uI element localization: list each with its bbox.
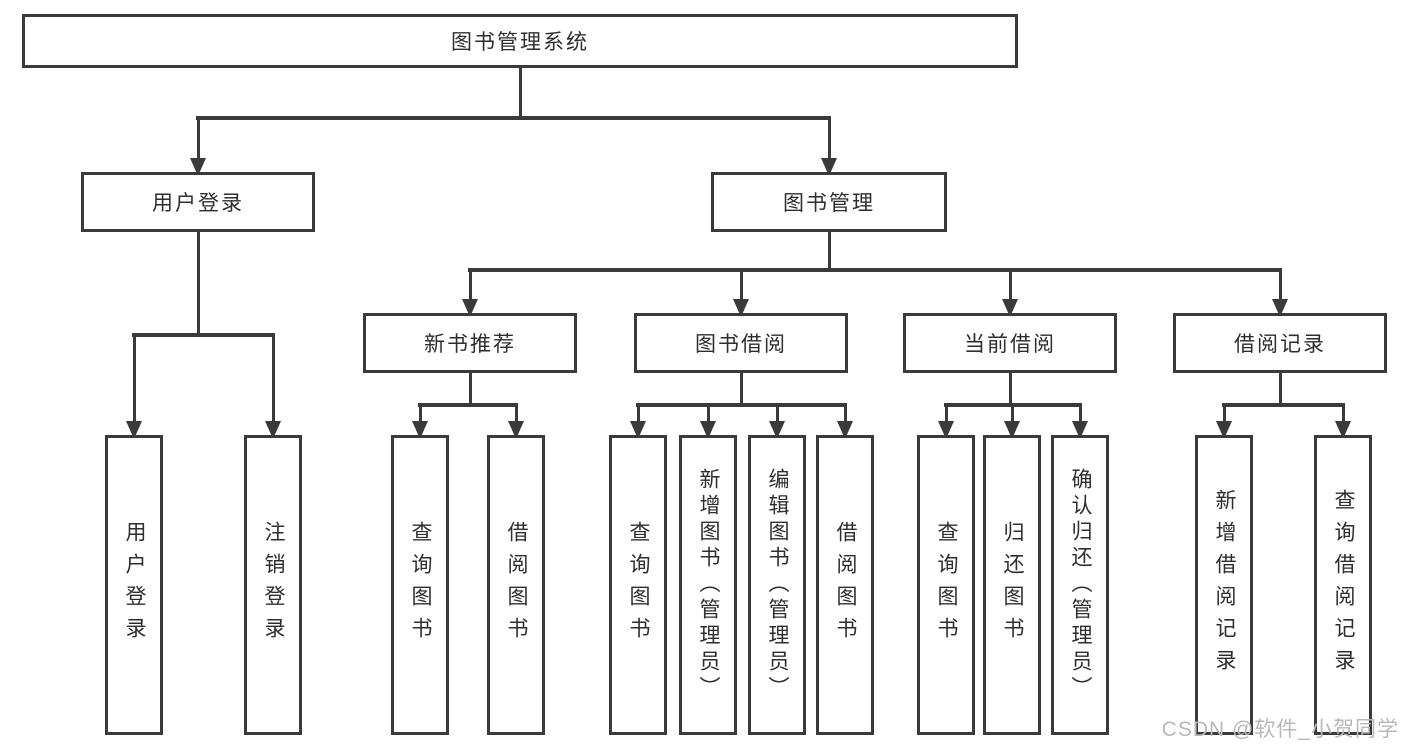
node-rec-query-books: 查询图书 — [391, 435, 449, 735]
node-borrow-records: 借阅记录 — [1173, 313, 1387, 373]
watermark: CSDN @软件_小贺同学 — [1161, 718, 1399, 741]
connector-stem-book-borrowing-children — [636, 405, 640, 423]
connector-stem-current-borrowing-children — [1078, 405, 1082, 423]
connector-rail-book-borrowing-children — [636, 403, 847, 407]
connector-stem-root-children — [827, 118, 831, 160]
connector-stem-borrow-records-children — [1341, 405, 1345, 423]
node-label-login: 用户登录 — [123, 521, 146, 649]
connector-stem-user-login-children — [132, 335, 136, 423]
connector-arrowhead-down-icon — [733, 299, 749, 317]
connector-rail-new-book-recommend-children — [418, 403, 518, 407]
connector-rail-book-management-children — [468, 268, 1282, 272]
node-label-cb-return-books: 归还图书 — [1001, 521, 1024, 649]
node-bb-query-books: 查询图书 — [609, 435, 667, 735]
connector-stem-book-management-children — [1008, 270, 1012, 301]
node-book-borrowing: 图书借阅 — [634, 313, 848, 373]
node-user-login: 用户登录 — [81, 172, 315, 232]
node-cb-confirm-return-admin: 确认归还（管理员） — [1051, 435, 1109, 735]
connector-stem-new-book-recommend-children — [514, 405, 518, 423]
connector-arrowhead-down-icon — [126, 421, 142, 439]
connector-arrowhead-down-icon — [412, 421, 428, 439]
connector-stem-root-children — [196, 118, 200, 160]
connector-arrowhead-down-icon — [769, 421, 785, 439]
connector-stem-book-borrowing-children — [775, 405, 779, 423]
connector-rail-root-children — [196, 116, 831, 120]
connector-stem-book-management-children — [1278, 270, 1282, 301]
connector-stub-user-login-children — [196, 232, 200, 335]
node-logout: 注销登录 — [244, 435, 302, 735]
connector-stem-book-borrowing-children — [843, 405, 847, 423]
node-label-cb-query-books: 查询图书 — [935, 521, 958, 649]
node-bb-borrow-books: 借阅图书 — [816, 435, 874, 735]
node-label-book-borrowing: 图书借阅 — [695, 333, 787, 356]
node-label-bb-query-books: 查询图书 — [627, 521, 650, 649]
connector-stem-current-borrowing-children — [944, 405, 948, 423]
connector-arrowhead-down-icon — [630, 421, 646, 439]
connector-arrowhead-down-icon — [462, 299, 478, 317]
connector-arrowhead-down-icon — [508, 421, 524, 439]
connector-rail-borrow-records-children — [1222, 403, 1345, 407]
connector-arrowhead-down-icon — [1072, 421, 1088, 439]
node-rec-borrow-books: 借阅图书 — [487, 435, 545, 735]
node-label-rec-query-books: 查询图书 — [409, 521, 432, 649]
connector-stem-current-borrowing-children — [1010, 405, 1014, 423]
connector-stub-book-management-children — [827, 232, 831, 270]
connector-stem-user-login-children — [271, 335, 275, 423]
node-label-br-query-record: 查询借阅记录 — [1332, 489, 1355, 681]
node-label-user-login: 用户登录 — [152, 192, 244, 215]
node-root: 图书管理系统 — [22, 14, 1018, 68]
connector-rail-user-login-children — [132, 333, 275, 337]
node-label-current-borrowing: 当前借阅 — [964, 333, 1056, 356]
node-br-add-record: 新增借阅记录 — [1195, 435, 1253, 735]
node-label-root: 图书管理系统 — [451, 31, 589, 54]
node-label-book-management: 图书管理 — [783, 192, 875, 215]
node-login: 用户登录 — [105, 435, 163, 735]
node-label-rec-borrow-books: 借阅图书 — [505, 521, 528, 649]
node-label-bb-edit-books-admin: 编辑图书（管理员） — [766, 468, 789, 702]
node-label-bb-add-books-admin: 新增图书（管理员） — [697, 468, 720, 702]
node-label-bb-borrow-books: 借阅图书 — [834, 521, 857, 649]
node-label-cb-confirm-return-admin: 确认归还（管理员） — [1069, 468, 1092, 702]
connector-stem-borrow-records-children — [1222, 405, 1226, 423]
node-bb-edit-books-admin: 编辑图书（管理员） — [748, 435, 806, 735]
node-cb-return-books: 归还图书 — [983, 435, 1041, 735]
connector-arrowhead-down-icon — [938, 421, 954, 439]
connector-arrowhead-down-icon — [190, 158, 206, 176]
connector-stem-book-management-children — [739, 270, 743, 301]
node-book-management: 图书管理 — [711, 172, 947, 232]
connector-arrowhead-down-icon — [1335, 421, 1351, 439]
node-cb-query-books: 查询图书 — [917, 435, 975, 735]
connector-arrowhead-down-icon — [1216, 421, 1232, 439]
node-label-new-book-recommend: 新书推荐 — [424, 333, 516, 356]
node-label-borrow-records: 借阅记录 — [1234, 333, 1326, 356]
connector-arrowhead-down-icon — [837, 421, 853, 439]
connector-stub-new-book-recommend-children — [468, 373, 472, 405]
connector-arrowhead-down-icon — [821, 158, 837, 176]
node-label-logout: 注销登录 — [262, 521, 285, 649]
connector-arrowhead-down-icon — [1004, 421, 1020, 439]
connector-stem-new-book-recommend-children — [418, 405, 422, 423]
connector-stub-current-borrowing-children — [1008, 373, 1012, 405]
node-bb-add-books-admin: 新增图书（管理员） — [679, 435, 737, 735]
node-br-query-record: 查询借阅记录 — [1314, 435, 1372, 735]
node-label-br-add-record: 新增借阅记录 — [1213, 489, 1236, 681]
connector-arrowhead-down-icon — [700, 421, 716, 439]
connector-stub-root-children — [518, 68, 522, 118]
connector-arrowhead-down-icon — [1002, 299, 1018, 317]
connector-arrowhead-down-icon — [1272, 299, 1288, 317]
connector-stub-book-borrowing-children — [739, 373, 743, 405]
connector-stem-book-borrowing-children — [706, 405, 710, 423]
connector-stub-borrow-records-children — [1278, 373, 1282, 405]
connector-stem-book-management-children — [468, 270, 472, 301]
node-current-borrowing: 当前借阅 — [903, 313, 1117, 373]
connector-arrowhead-down-icon — [265, 421, 281, 439]
node-new-book-recommend: 新书推荐 — [363, 313, 577, 373]
